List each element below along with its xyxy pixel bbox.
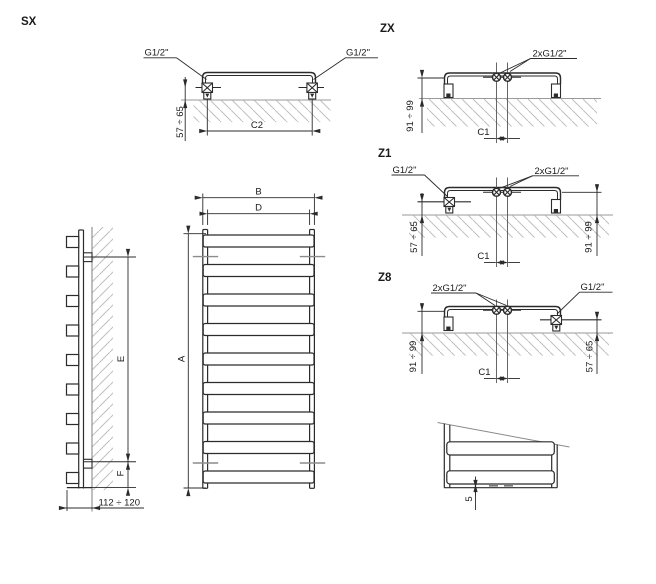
conn-size-label: 2xG1/2" bbox=[533, 49, 567, 60]
radiator-tube-top bbox=[443, 305, 562, 317]
conn-label-left: G1/2" bbox=[143, 48, 207, 80]
bracket-icon bbox=[550, 198, 562, 214]
detail-bars bbox=[446, 441, 555, 485]
width-inner-dimension: D bbox=[199, 203, 318, 225]
z8-view: Z8 bbox=[378, 272, 613, 383]
wall-bracket-icon bbox=[82, 458, 93, 469]
c1-dimension: C1 bbox=[478, 367, 520, 381]
wall-hatch bbox=[92, 227, 113, 490]
leader-line bbox=[424, 174, 448, 197]
c1-value: C1 bbox=[477, 251, 489, 262]
wall-hatch bbox=[409, 333, 609, 356]
conn-size-label: 2xG1/2" bbox=[535, 166, 569, 177]
wall-hatch bbox=[427, 99, 597, 127]
radiator-side-profile bbox=[65, 229, 92, 489]
wall-offset-value: 91 ÷ 99 bbox=[405, 100, 416, 132]
leader-line bbox=[509, 175, 533, 187]
bracket-span-value: E bbox=[116, 356, 127, 362]
c1-dimension: C1 bbox=[477, 127, 520, 141]
valve-icon bbox=[417, 196, 471, 214]
conn-label-center: 2xG1/2" bbox=[431, 283, 507, 306]
leader-line bbox=[498, 58, 531, 74]
offset-right-value: 91 ÷ 99 bbox=[584, 221, 595, 253]
wall-offset-dimension: 91 ÷ 99 bbox=[405, 69, 445, 133]
width-inner-value: D bbox=[255, 203, 262, 214]
offset-right-value: 57 ÷ 65 bbox=[585, 341, 596, 373]
gap-dimension: 5 bbox=[464, 476, 478, 510]
side-view: E F 112 ÷ 120 bbox=[58, 227, 144, 512]
z1-view: Z1 bbox=[378, 148, 613, 267]
sx-view: SX G1/2" G1/2" bbox=[21, 16, 378, 141]
width-outer-dimension: B bbox=[194, 187, 323, 225]
c1-dimension: C1 bbox=[477, 251, 520, 265]
valve-icon bbox=[540, 314, 602, 332]
leader-line bbox=[313, 57, 346, 80]
bracket-icon bbox=[550, 83, 562, 99]
bottom-offset-dimension: F bbox=[92, 453, 136, 496]
conn-size-label: G1/2" bbox=[346, 48, 370, 59]
offset-right-dimension: 91 ÷ 99 bbox=[562, 184, 602, 256]
wall-hatch bbox=[409, 215, 609, 238]
radiator-bars bbox=[202, 234, 315, 484]
z8-title: Z8 bbox=[378, 272, 392, 284]
wall-offset-value: 57 ÷ 65 bbox=[175, 106, 186, 138]
conn-label-left: G1/2" bbox=[391, 165, 448, 197]
leader-line bbox=[475, 292, 507, 306]
offset-left-dimension: 91 ÷ 99 bbox=[408, 303, 445, 374]
conn-label-center: 2xG1/2" bbox=[498, 166, 579, 189]
conn-size-label: G1/2" bbox=[393, 165, 417, 176]
leader-line bbox=[176, 57, 207, 80]
c1-value: C1 bbox=[477, 127, 489, 138]
wall-hatch bbox=[193, 100, 331, 123]
c2-value: C2 bbox=[251, 120, 263, 131]
bracket-markers bbox=[192, 255, 326, 464]
connection-ports-icon bbox=[483, 62, 521, 143]
connection-ports-icon bbox=[483, 177, 521, 267]
leader-line bbox=[509, 58, 531, 72]
leader-line bbox=[498, 175, 533, 189]
bracket-icon bbox=[443, 83, 454, 99]
height-dimension: A bbox=[177, 225, 206, 497]
conn-size-label: G1/2" bbox=[145, 48, 169, 59]
front-view: B D A bbox=[177, 187, 326, 497]
gap-value: 5 bbox=[464, 496, 475, 501]
conn-size-label: G1/2" bbox=[581, 282, 605, 293]
offset-left-dimension: 57 ÷ 65 bbox=[409, 193, 425, 256]
detail-view: 5 bbox=[437, 422, 570, 510]
c1-value: C1 bbox=[478, 367, 490, 378]
depth-dimension: 112 ÷ 120 bbox=[58, 490, 144, 511]
width-outer-value: B bbox=[255, 187, 261, 198]
wall-offset-dimension: 57 ÷ 65 bbox=[175, 77, 188, 141]
valve-icon bbox=[195, 82, 221, 100]
conn-size-label: 2xG1/2" bbox=[433, 283, 467, 294]
valve-icon bbox=[298, 82, 324, 100]
offset-left-value: 57 ÷ 65 bbox=[409, 221, 420, 253]
depth-value: 112 ÷ 120 bbox=[99, 498, 141, 509]
radiator-tube-top bbox=[201, 71, 317, 83]
offset-right-dimension: 57 ÷ 65 bbox=[585, 311, 600, 374]
zx-title: ZX bbox=[380, 23, 395, 35]
connection-ports-icon bbox=[483, 299, 521, 383]
conn-label-center: 2xG1/2" bbox=[498, 49, 577, 74]
sx-title: SX bbox=[21, 16, 37, 28]
z1-title: Z1 bbox=[378, 148, 392, 160]
conn-label-right: G1/2" bbox=[313, 48, 378, 80]
bracket-icon bbox=[443, 316, 454, 332]
conn-label-right: G1/2" bbox=[556, 282, 613, 315]
zx-view: ZX 2xG1/2" bbox=[380, 23, 601, 143]
bottom-offset-value: F bbox=[116, 470, 127, 476]
leader-line bbox=[475, 292, 496, 306]
radiator-tube-top bbox=[443, 72, 562, 84]
offset-left-value: 91 ÷ 99 bbox=[408, 341, 419, 373]
c2-dimension: C2 bbox=[199, 99, 321, 136]
radiator-tube-top bbox=[443, 186, 562, 200]
leader-line bbox=[556, 291, 580, 315]
height-value: A bbox=[177, 355, 188, 362]
